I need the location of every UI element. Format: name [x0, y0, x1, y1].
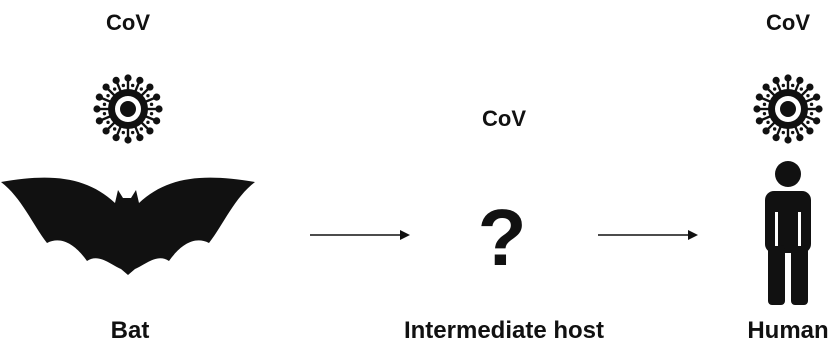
arrow-right-icon: [310, 230, 410, 240]
intermediate-virus-label: CoV: [482, 106, 526, 131]
human-icon: [765, 161, 811, 305]
virus-icon: [753, 74, 823, 144]
intermediate-host-label: Intermediate host: [403, 317, 605, 344]
bat-label: Bat: [110, 317, 150, 344]
virus-icon: [93, 74, 163, 144]
human-virus-label: CoV: [766, 10, 810, 35]
question-mark: ?: [477, 193, 527, 282]
arrow-right-icon: [598, 230, 698, 240]
human-label: Human: [747, 317, 829, 344]
bat-virus-label: CoV: [106, 10, 150, 35]
bat-icon: [1, 177, 255, 275]
